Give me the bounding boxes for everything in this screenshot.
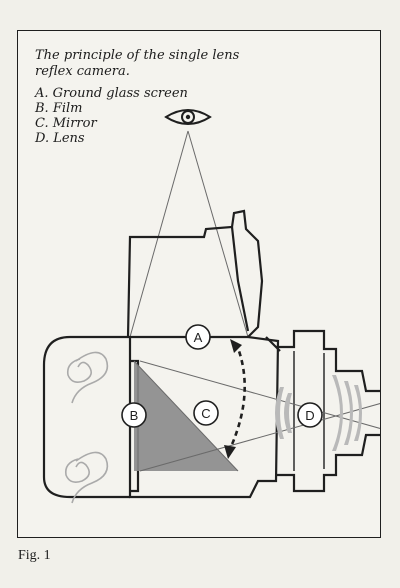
legend-item-a: A. Ground glass screen [35, 86, 188, 101]
camera-diagram: A B C D [42, 109, 380, 504]
label-circle-c [193, 400, 219, 426]
legend-item-b: B. Film [35, 101, 83, 116]
figure-frame: A B C D The principle of the single lens… [17, 30, 381, 538]
label-a: A [194, 330, 203, 345]
label-circle-a [185, 324, 211, 350]
eye-icon [164, 109, 212, 125]
label-d: D [305, 408, 314, 423]
label-circle-b [121, 402, 147, 428]
label-b: B [130, 408, 139, 423]
mirror-swing-arrow [224, 339, 246, 459]
label-c: C [201, 406, 210, 421]
figure-title: The principle of the single lens reflex … [35, 48, 240, 79]
legend-item-c: C. Mirror [35, 116, 97, 131]
lens-elements [275, 375, 362, 451]
figure-caption: The principle of the single lens reflex … [35, 48, 265, 146]
figure-number: Fig. 1 [18, 548, 51, 563]
viewing-rays [129, 130, 249, 338]
film-spool-bottom [64, 451, 109, 504]
film-spool-top [66, 351, 109, 404]
legend-list: A. Ground glass screen B. Film C. Mirror… [35, 86, 265, 146]
label-circle-d [297, 402, 323, 428]
viewfinder-hood [126, 209, 264, 338]
legend-item-d: D. Lens [35, 131, 85, 146]
lens-barrel [276, 329, 380, 493]
